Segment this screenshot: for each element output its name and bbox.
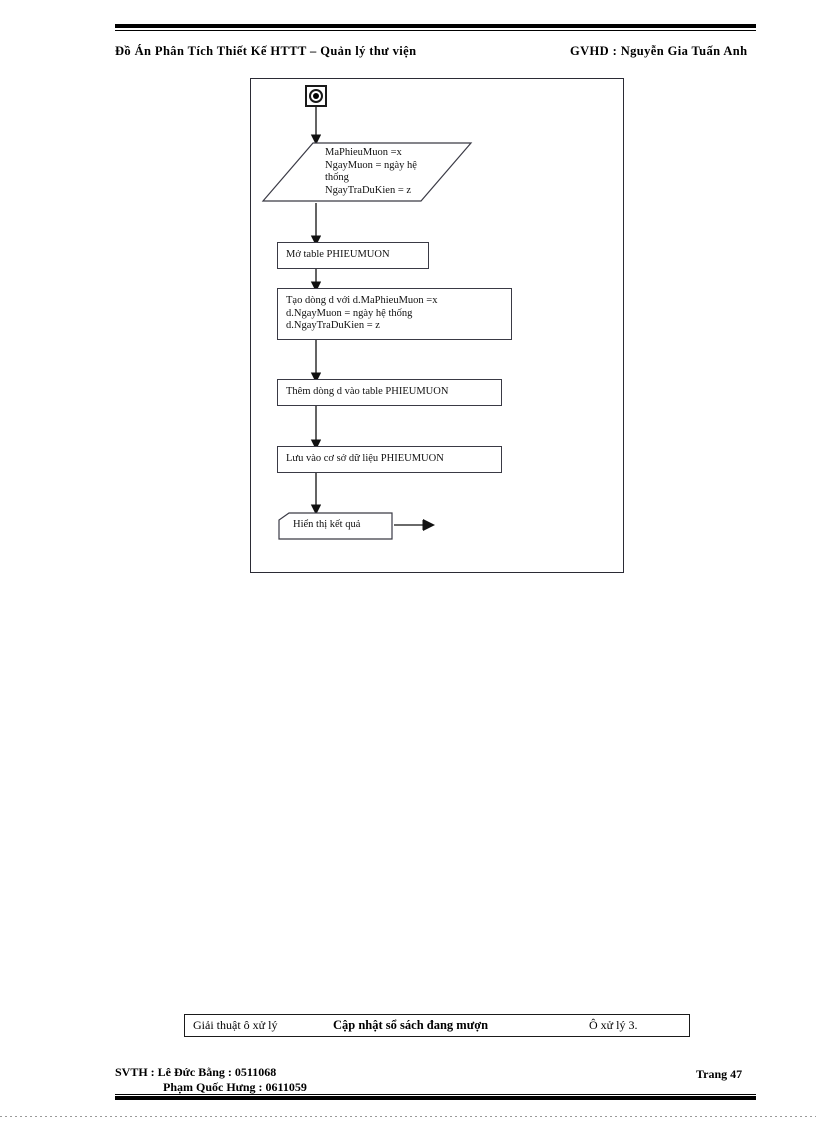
footer-page-number: Trang 47 — [696, 1067, 743, 1081]
flowchart-node-add-row-label: Thêm dòng d vào table PHIEUMUON — [286, 386, 449, 398]
caption-prefix: Giải thuật ô xử lý — [193, 1018, 278, 1032]
flowchart-node-input: MaPhieuMuon =x NgayMuon = ngày hệ thống … — [261, 141, 473, 203]
figure-caption-box: Giải thuật ô xử lý Cập nhật sổ sách đang… — [184, 1014, 690, 1037]
flowchart-node-display-result-label: Hiển thị kết quả — [293, 519, 361, 530]
flowchart-node-add-row: Thêm dòng d vào table PHIEUMUON — [277, 379, 502, 406]
parallelogram-shape — [261, 142, 473, 202]
caption-title: Cập nhật sổ sách đang mượn — [333, 1018, 489, 1032]
flowchart-frame: MaPhieuMuon =x NgayMuon = ngày hệ thống … — [250, 78, 624, 573]
flowchart-node-create-row: Tạo dòng d với d.MaPhieuMuon =x d.NgayMu… — [277, 288, 512, 340]
flowchart-canvas: MaPhieuMuon =x NgayMuon = ngày hệ thống … — [251, 79, 623, 572]
start-dot-icon — [313, 93, 319, 99]
flowchart-node-open-table: Mở table PHIEUMUON — [277, 242, 429, 269]
flowchart-node-create-row-label: Tạo dòng d với d.MaPhieuMuon =x d.NgayMu… — [286, 295, 438, 332]
flowchart-node-save-db: Lưu vào cơ sở dữ liệu PHIEUMUON — [277, 446, 502, 473]
display-shape — [278, 512, 393, 540]
header-right-advisor: GVHD : Nguyễn Gia Tuấn Anh — [570, 44, 748, 58]
header-left-title: Đồ Án Phân Tích Thiết Kế HTTT – Quản lý … — [115, 44, 417, 58]
footer-rule-thin — [115, 1094, 756, 1095]
flowchart-node-open-table-label: Mở table PHIEUMUON — [286, 249, 390, 261]
footer-student-line-2: Phạm Quốc Hưng : 0611059 — [163, 1080, 307, 1094]
start-ring-icon — [309, 89, 323, 103]
flowchart-node-save-db-label: Lưu vào cơ sở dữ liệu PHIEUMUON — [286, 453, 444, 465]
header-rule-thick — [115, 24, 756, 28]
flowchart-node-start — [305, 85, 327, 107]
flowchart-node-input-label: MaPhieuMuon =x NgayMuon = ngày hệ thống … — [325, 147, 417, 196]
footer-rule-thick — [115, 1096, 756, 1100]
caption-suffix: Ô xử lý 3. — [589, 1018, 638, 1032]
flowchart-node-display-result: Hiển thị kết quả — [277, 511, 394, 541]
footer-student-line-1: SVTH : Lê Đức Bằng : 0511068 — [115, 1065, 277, 1079]
page-edge-dots — [0, 1116, 816, 1117]
header-rule-thin — [115, 30, 756, 31]
